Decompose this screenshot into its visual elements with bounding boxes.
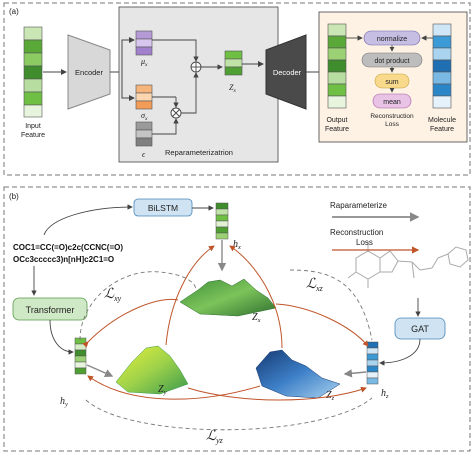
loss-xy-label: ℒxy [104,287,122,303]
loss-xy-curve [79,271,197,341]
loss-step-sum: sum [374,73,410,89]
hz-label: hz [381,388,389,400]
loss-xz-label: ℒxz [306,277,324,293]
arrow-to-sigma [121,72,135,101]
recon-zz-to-hx [229,245,283,349]
molecule-feature-label-1: Molecule [428,117,456,124]
decoder-block [265,34,307,110]
zy-surface [115,345,189,395]
decoder-label: Decoder [273,68,302,77]
recon-zx-to-hz [275,303,369,347]
add-operator [190,61,202,73]
loss-xz-curve [289,269,373,341]
mu-column [135,30,153,56]
epsilon-column [135,121,153,147]
arrow-to-mu [121,37,135,72]
sigma-label: σx [141,111,148,122]
panel-a-border [3,2,471,176]
svg-text:normalize: normalize [377,36,407,43]
multiply-operator [170,107,182,119]
legend-recon-2: Loss [356,238,373,247]
svg-text:BiLSTM: BiLSTM [148,203,178,213]
mult-to-add-arrow [181,72,199,114]
panel-b-border [3,186,471,452]
output-feature-label-1: Output [326,117,347,124]
svg-text:dot product: dot product [374,58,409,65]
zz-label: Zz [326,390,335,402]
input-feature-label-1: Input [25,123,41,130]
epsilon-to-mult-arrow [152,118,179,135]
zx-surface [179,278,277,317]
input-feature-column [23,26,43,118]
reparameterization-label: Reparameterizatrion [165,148,233,157]
hz-to-zz-arrow [343,369,367,378]
molecule-feature-label-2: Feature [430,126,454,133]
z-column [224,50,243,76]
svg-text:sum: sum [385,79,398,86]
smiles-to-bilstm-arrow [43,204,133,236]
encoder-block [67,34,111,110]
transformer-block: Transformer [12,297,88,321]
epsilon-label: ϵ [142,150,146,159]
loss-step-normalize: normalize [363,30,421,46]
transformer-to-hy-arrow [49,319,74,355]
recon-zz-to-hy [87,375,261,400]
mu-label: μx [140,57,148,68]
input-feature-label-2: Feature [21,132,45,139]
smiles-line-1: COC1=CC(=O)c2c(CCNC(=O) [13,243,123,252]
hy-column [74,337,87,375]
svg-text:mean: mean [383,99,401,106]
hx-label: hx [233,239,241,251]
zz-surface [255,349,341,399]
molecule-structure [347,242,469,288]
loss-step-dot-product: dot product [361,52,423,68]
hx-column [215,202,229,240]
smiles-line-2: OCc3ccccc3)n[nH]c2C1=O [13,255,114,264]
loss-yz-curve [85,397,373,431]
hy-to-zy-arrow [86,364,114,378]
zy-label: Zy [158,384,167,396]
loss-yz-label: ℒyz [206,429,224,445]
zx-label: Zx [252,312,261,324]
reconstruction-loss-label-1: Reconstruction [370,113,414,120]
panel-a-tag: (a) [9,7,19,16]
panel-b-tag: (b) [9,192,19,201]
recon-zy-to-hz [187,386,367,401]
svg-text:GAT: GAT [411,324,429,334]
bilstm-block: BiLSTM [133,198,193,217]
output-feature-column [327,23,347,109]
gat-block: GAT [394,317,446,340]
mu-to-add-arrow [152,39,199,62]
molecule-feature-column [432,23,452,109]
recon-zx-to-hy [82,298,179,348]
gat-to-hz-arrow [379,338,421,366]
legend-recon-1: Reconstruction [330,228,383,237]
sigma-column [135,84,153,110]
loss-step-mean: mean [372,93,412,109]
svg-text:Transformer: Transformer [26,305,75,315]
reconstruction-loss-label-2: Loss [385,121,399,128]
output-feature-label-2: Feature [325,126,349,133]
encoder-label: Encoder [75,68,103,77]
hz-column [366,341,379,385]
recon-zy-to-hx [165,245,215,346]
z-label: Zx [229,83,236,94]
legend-reparameterize: Raparameterize [330,201,387,210]
hy-label: hy [60,396,68,408]
